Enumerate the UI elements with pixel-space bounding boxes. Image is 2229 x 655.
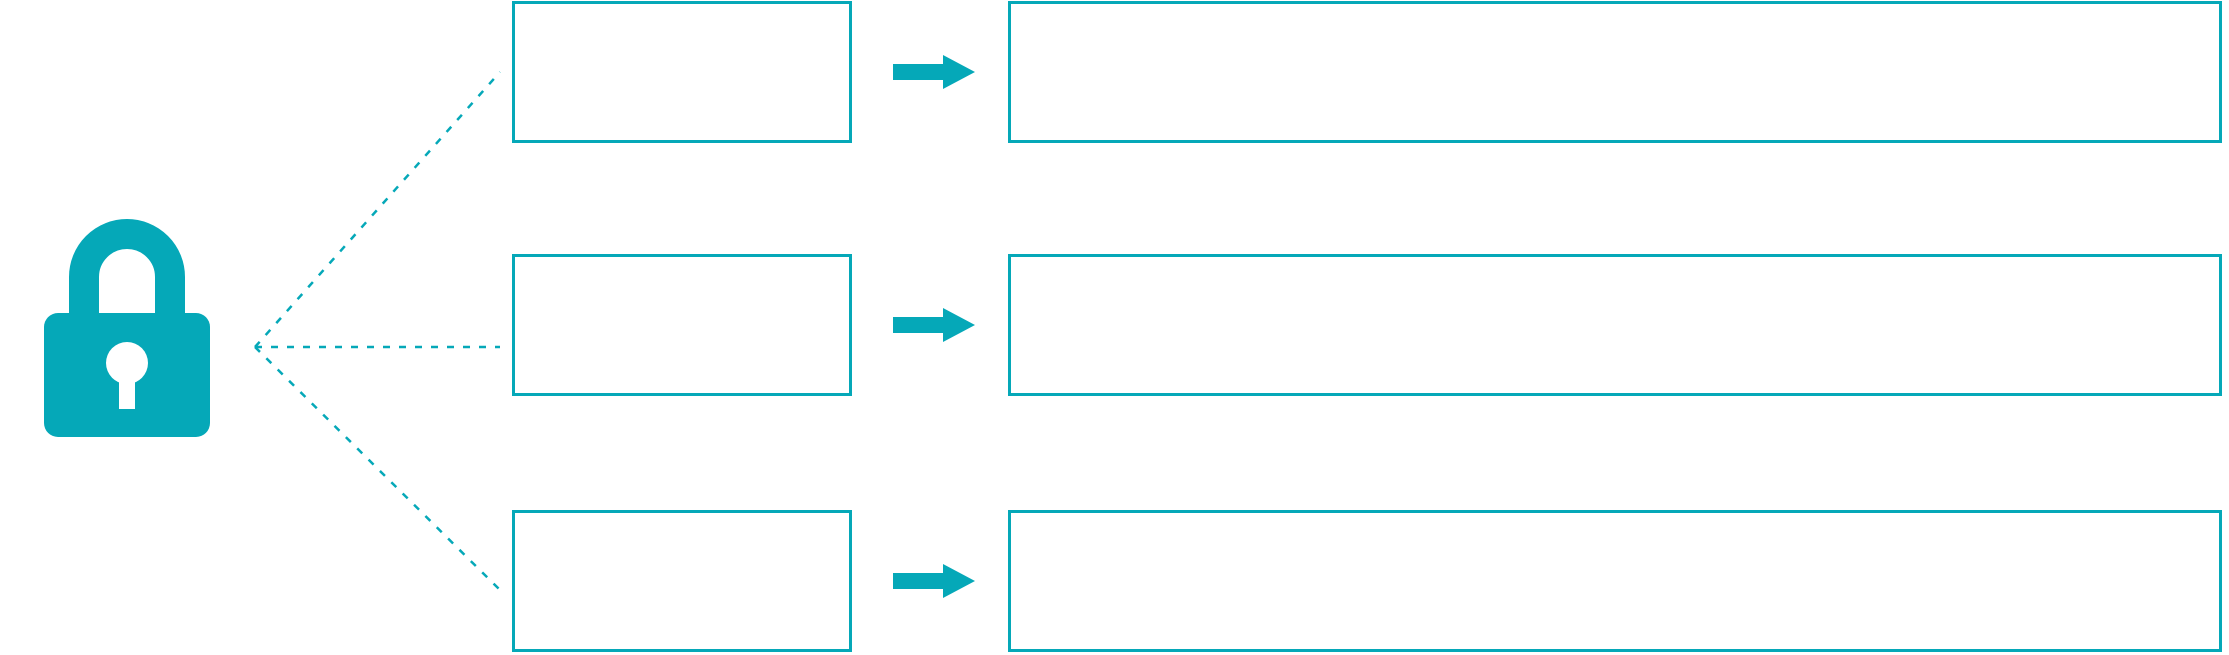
- arrow-right-icon-3: [893, 564, 975, 598]
- padlock-icon: [44, 215, 210, 437]
- outcome-box-3-label: [1011, 513, 2219, 649]
- condition-box-1-label: [515, 4, 849, 140]
- padlock-glyph: [44, 219, 210, 437]
- outcome-box-2-label: [1011, 257, 2219, 393]
- condition-box-2[interactable]: [512, 254, 852, 396]
- arrow-right-glyph: [893, 55, 975, 89]
- arrow-right-glyph: [893, 564, 975, 598]
- outcome-box-1-label: [1011, 4, 2219, 140]
- arrow-right-glyph: [893, 308, 975, 342]
- arrow-right-icon-1: [893, 55, 975, 89]
- outcome-box-2[interactable]: [1008, 254, 2222, 396]
- outcome-box-1[interactable]: [1008, 1, 2222, 143]
- condition-box-3[interactable]: [512, 510, 852, 652]
- connector-to-row-3: [254, 346, 501, 591]
- connector-to-row-1: [254, 71, 501, 348]
- condition-box-2-label: [515, 257, 849, 393]
- outcome-box-3[interactable]: [1008, 510, 2222, 652]
- condition-box-1[interactable]: [512, 1, 852, 143]
- condition-box-3-label: [515, 513, 849, 649]
- arrow-right-icon-2: [893, 308, 975, 342]
